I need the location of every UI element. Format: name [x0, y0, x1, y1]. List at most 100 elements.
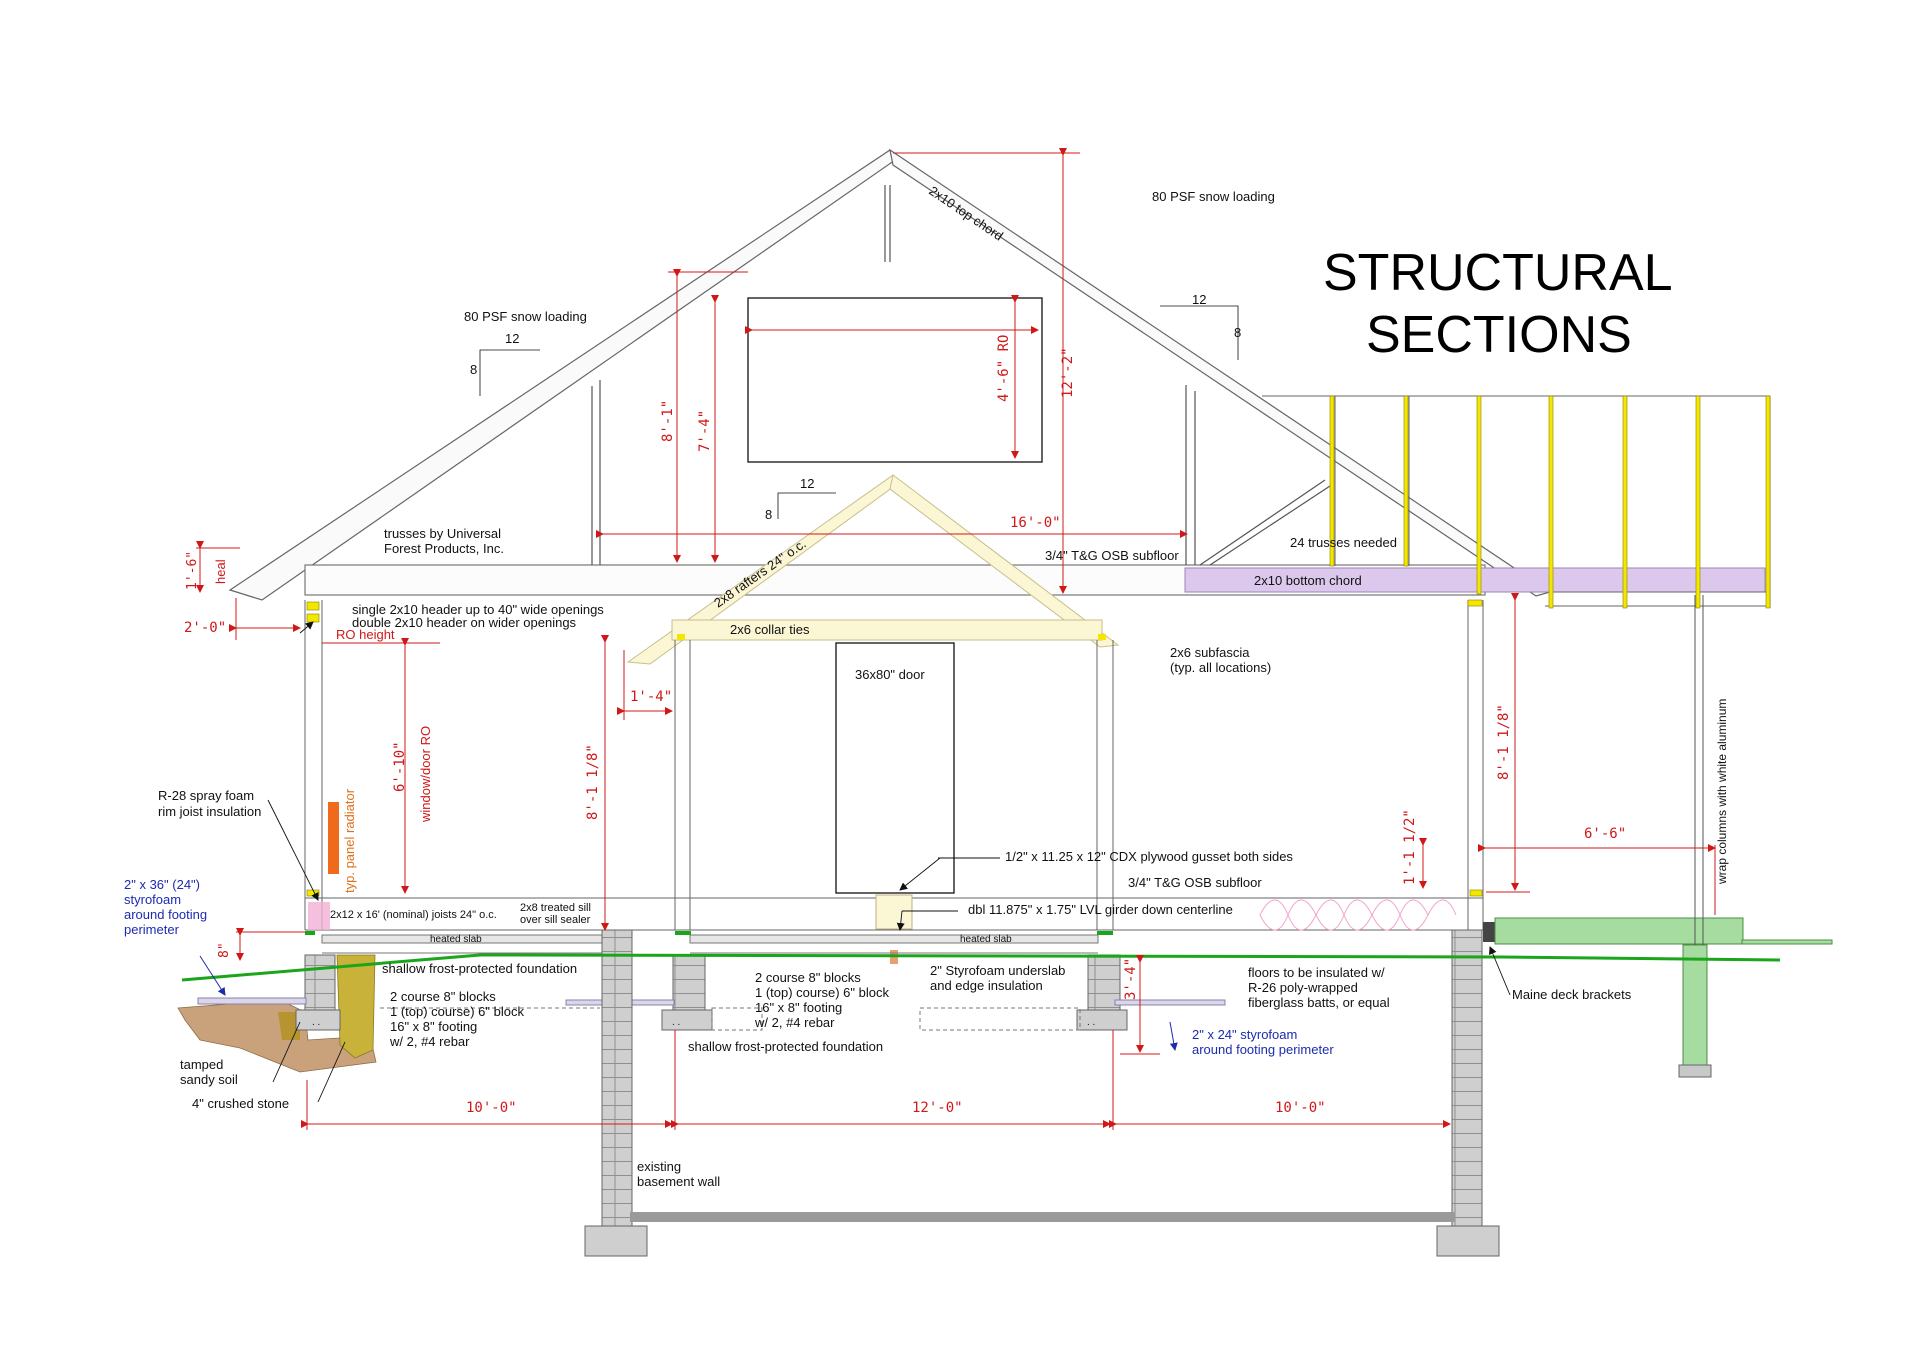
pitch-right-rise: 8 — [1234, 325, 1241, 340]
styro-left-4: perimeter — [124, 922, 180, 937]
styro-left-1: 2" x 36" (24") — [124, 877, 200, 892]
underslab-1: 2" Styrofoam underslab — [930, 963, 1065, 978]
crushed-stone-label: 4" crushed stone — [192, 1096, 289, 1111]
dim-deck-drop: 1'-1 1/2" — [1402, 809, 1418, 885]
dim-window-h: 4'-6" RO — [996, 335, 1012, 402]
main-truss — [228, 148, 1552, 601]
top-chord-label: 2x10 top chord — [926, 183, 1006, 244]
grade-line — [181, 953, 1781, 982]
floors-1: floors to be insulated w/ — [1248, 965, 1385, 980]
title-line1: STRUCTURAL — [1323, 244, 1673, 302]
trusses-needed: 24 trusses needed — [1290, 535, 1397, 550]
girder-label: dbl 11.875" x 1.75" LVL girder down cent… — [968, 902, 1233, 917]
floors-2: R-26 poly-wrapped — [1248, 980, 1358, 995]
rim-joist-2: rim joist insulation — [158, 804, 261, 819]
footing-mid-left — [672, 954, 706, 1011]
styro-right-2: around footing perimeter — [1192, 1042, 1334, 1057]
shallow-fpf-left: shallow frost-protected foundation — [382, 961, 577, 976]
bottom-chord-label: 2x10 bottom chord — [1254, 573, 1362, 588]
deck-post — [1682, 944, 1708, 1066]
batt-insulation — [1259, 899, 1457, 931]
dim-span-right: 10'-0" — [1275, 1100, 1326, 1116]
gusset-label: 1/2" x 11.25 x 12" CDX plywood gusset bo… — [1005, 849, 1293, 864]
deck-bracket — [1483, 922, 1495, 942]
collar-tie — [671, 619, 1103, 641]
svg-text:. .: . . — [312, 1017, 320, 1028]
rim-joist-1: R-28 spray foam — [158, 788, 254, 803]
dim-slab-drop: 8" — [217, 942, 232, 958]
styro-left-2: styrofoam — [124, 892, 181, 907]
ro-height: RO height — [336, 627, 395, 642]
blocks-left-2: 1 (top) course) 6" block — [390, 1004, 524, 1019]
basement-2: basement wall — [637, 1174, 720, 1189]
osb-subfloor-deck: 3/4" T&G OSB subfloor — [1128, 875, 1262, 890]
dim-eave-offset: 1'-4" — [630, 689, 672, 705]
underslab-2: and edge insulation — [930, 978, 1043, 993]
maine-deck-label: Maine deck brackets — [1512, 987, 1632, 1002]
svg-text:. .: . . — [1087, 1017, 1095, 1028]
heal-label: heal — [213, 559, 228, 584]
panel-radiator — [328, 802, 339, 874]
panel-radiator-label: typ. panel radiator — [342, 788, 357, 893]
door-label: 36x80" door — [855, 667, 925, 682]
tamped-2: sandy soil — [180, 1072, 238, 1087]
joists-label: 2x12 x 16' (nominal) joists 24" o.c. — [330, 909, 497, 921]
styro-left-3: around footing — [124, 907, 207, 922]
subfascia-1: 2x6 subfascia — [1170, 645, 1250, 660]
wrap-columns-label: wrap columns with white aluminum — [1715, 699, 1729, 885]
dim-left-wall-h: 8'-1 1/8" — [585, 744, 601, 820]
blocks-mid-4: w/ 2, #4 rebar — [754, 1015, 835, 1030]
gusset — [875, 894, 913, 930]
header-1: single 2x10 header up to 40" wide openin… — [352, 602, 604, 617]
deck-platform — [1494, 917, 1744, 945]
dim-deck-w: 6'-6" — [1584, 826, 1626, 842]
trusses-by-2: Forest Products, Inc. — [384, 541, 504, 556]
inner-gable — [626, 474, 1120, 665]
treated-sill-1: 2x8 treated sill — [520, 902, 591, 914]
styro-right-1: 2" x 24" styrofoam — [1192, 1027, 1297, 1042]
pitch-left-run: 12 — [505, 331, 519, 346]
dim-overhang: 2'-0" — [184, 620, 226, 636]
heated-slab-left: heated slab — [430, 934, 482, 945]
blocks-mid-3: 16" x 8" footing — [755, 1000, 842, 1015]
shallow-fpf-mid: shallow frost-protected foundation — [688, 1039, 883, 1054]
collar-ties-label: 2x6 collar ties — [730, 622, 810, 637]
title-line2: SECTIONS — [1366, 306, 1632, 364]
bottom-chord-band — [1184, 567, 1766, 593]
pitch-mid-rise: 8 — [765, 507, 772, 522]
header-2: double 2x10 header on wider openings — [352, 615, 577, 630]
trusses-by-1: trusses by Universal — [384, 526, 501, 541]
svg-text:. .: . . — [672, 1017, 680, 1028]
dim-window-ro-h: 6'-10" — [392, 741, 408, 792]
dim-attic-h1: 8'-1" — [660, 400, 676, 442]
subfascia-2: (typ. all locations) — [1170, 660, 1271, 675]
crushed-stone — [336, 954, 376, 1059]
dim-heal-h: 1'-6" — [185, 551, 200, 590]
blocks-mid-1: 2 course 8" blocks — [755, 970, 861, 985]
blocks-left-3: 16" x 8" footing — [390, 1019, 477, 1034]
door-opening — [835, 642, 955, 894]
attic-window — [747, 297, 1043, 463]
pitch-right-run: 12 — [1192, 292, 1206, 307]
dimension-lines — [196, 148, 1716, 1130]
basement-wall-right — [1451, 929, 1483, 1231]
dim-attic-h2: 7'-4" — [697, 410, 713, 452]
deck-framing — [1262, 395, 1771, 609]
pitch-mid-run: 12 — [800, 476, 814, 491]
footing-left — [304, 954, 336, 1011]
basement-1: existing — [637, 1159, 681, 1174]
tamped-1: tamped — [180, 1057, 223, 1072]
dim-right-wall-h: 8'-1 1/8" — [1496, 704, 1512, 780]
dim-span-mid: 12'-0" — [912, 1100, 963, 1116]
pitch-left-rise: 8 — [470, 362, 477, 377]
blocks-left-4: w/ 2, #4 rebar — [389, 1034, 470, 1049]
dim-footing-depth: 3'-4" — [1123, 958, 1139, 1000]
snow-load-right: 80 PSF snow loading — [1152, 189, 1275, 204]
dim-attic-w: 16'-0" — [1010, 515, 1061, 531]
floors-3: fiberglass batts, or equal — [1248, 995, 1390, 1010]
dim-ridge-h: 12'-2" — [1060, 347, 1076, 398]
treated-sill-2: over sill sealer — [520, 914, 591, 926]
heated-slab-mid: heated slab — [960, 934, 1012, 945]
blocks-mid-2: 1 (top) course) 6" block — [755, 985, 889, 1000]
